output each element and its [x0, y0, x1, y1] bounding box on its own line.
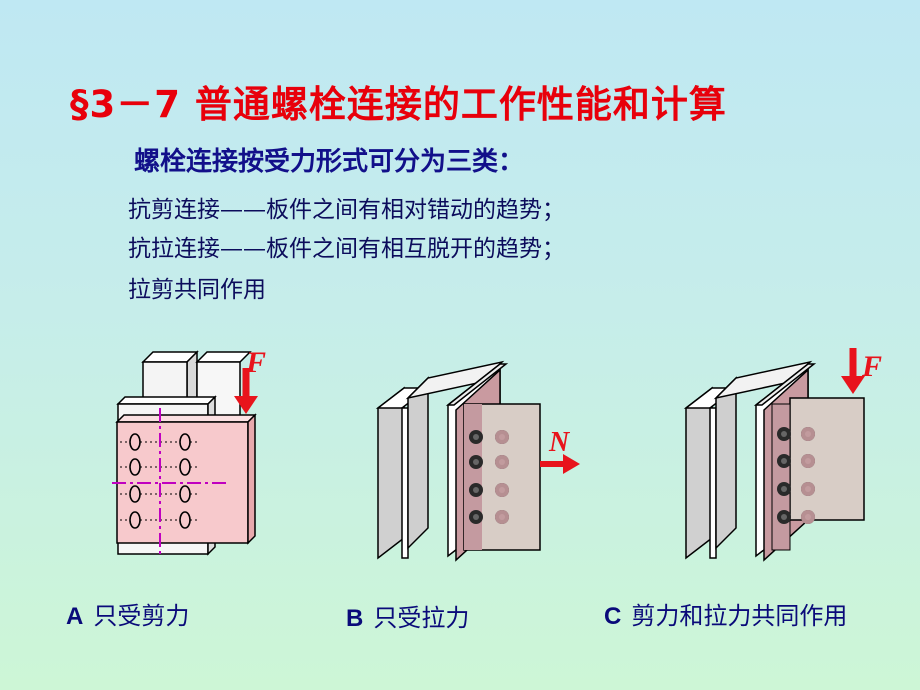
caption-c: C 剪力和拉力共同作用 — [604, 596, 847, 631]
caption-b: B 只受拉力 — [346, 598, 469, 633]
text-line-tension: 抗拉连接——板件之间有相互脱开的趋势； — [128, 236, 565, 262]
caption-b-text: 只受拉力 — [373, 604, 470, 632]
caption-c-letter: C — [604, 603, 622, 630]
figure-a-shear: F — [112, 346, 266, 558]
force-label-c: F — [861, 350, 882, 383]
caption-b-letter: B — [346, 605, 364, 632]
force-label-a: F — [245, 346, 266, 379]
text-line-shear: 抗剪连接——板件之间有相对错动的趋势； — [128, 197, 565, 223]
caption-a-text: 只受剪力 — [93, 602, 190, 630]
caption-c-text: 剪力和拉力共同作用 — [631, 602, 848, 630]
text-line-combined: 拉剪共同作用 — [128, 277, 266, 303]
figure-c-combined: F — [683, 348, 882, 562]
force-label-b: N — [548, 427, 571, 458]
slide-title: §3－7 普通螺栓连接的工作性能和计算 — [70, 83, 727, 126]
figure-b-tension: N — [375, 360, 580, 562]
caption-a-letter: A — [66, 603, 84, 630]
caption-a: A 只受剪力 — [66, 596, 189, 631]
slide-subtitle: 螺栓连接按受力形式可分为三类： — [134, 147, 525, 177]
